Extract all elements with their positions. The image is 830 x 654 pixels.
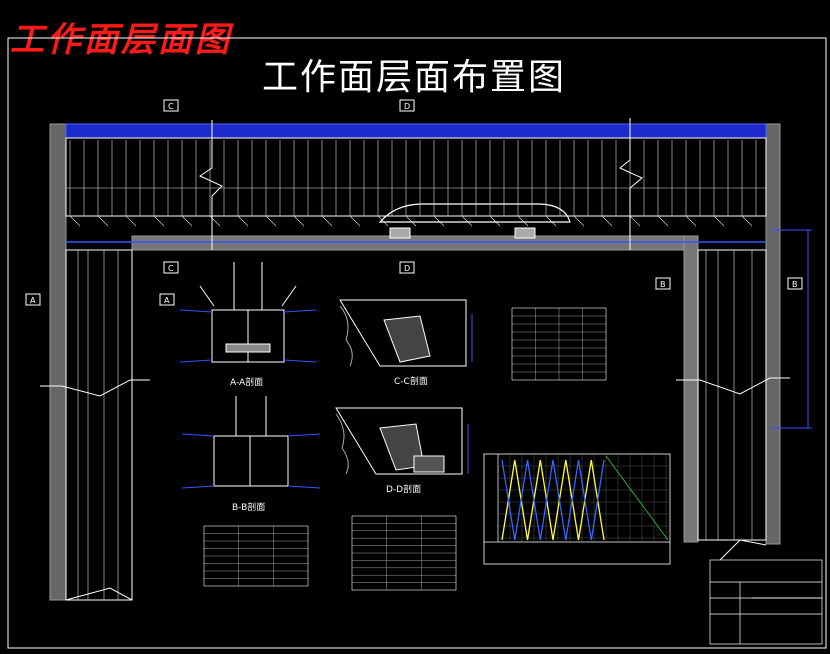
chart-series-b [501,459,605,541]
section-bb-title: B-B剖面 [232,501,265,513]
section-cc [339,299,473,367]
cycle-chart [483,453,671,565]
marker-b-right: B [792,280,798,289]
shearer [378,203,571,223]
marker-c-mid: C [168,264,174,273]
section-dd-title: D-D剖面 [386,483,421,495]
marker-a-inner: A [164,296,170,305]
section-bb [181,396,321,489]
chart-series-a [501,459,605,541]
title-block [709,559,823,645]
plan-view [40,118,812,601]
left-wall [49,123,67,601]
roof-strata [65,123,767,139]
marker-a-left: A [30,296,36,305]
support-columns [66,140,766,227]
table-bottom-mid [351,515,457,591]
marker-d-top: D [404,102,410,111]
table-bottom-left [203,525,309,587]
section-aa [179,262,317,363]
right-wall [765,123,781,545]
marker-c-top: C [168,102,174,111]
marker-d-mid: D [404,264,410,273]
section-cc-title: C-C剖面 [394,375,428,387]
marker-b-inner: B [660,280,666,289]
sheet-border [7,37,827,649]
watermark-title: 工作面层面图 [10,20,232,60]
table-right [511,307,607,381]
section-markers [25,99,803,306]
section-aa-title: A-A剖面 [230,376,263,388]
section-dd [335,407,469,475]
drawing-title: 工作面层面布置图 [262,57,567,98]
